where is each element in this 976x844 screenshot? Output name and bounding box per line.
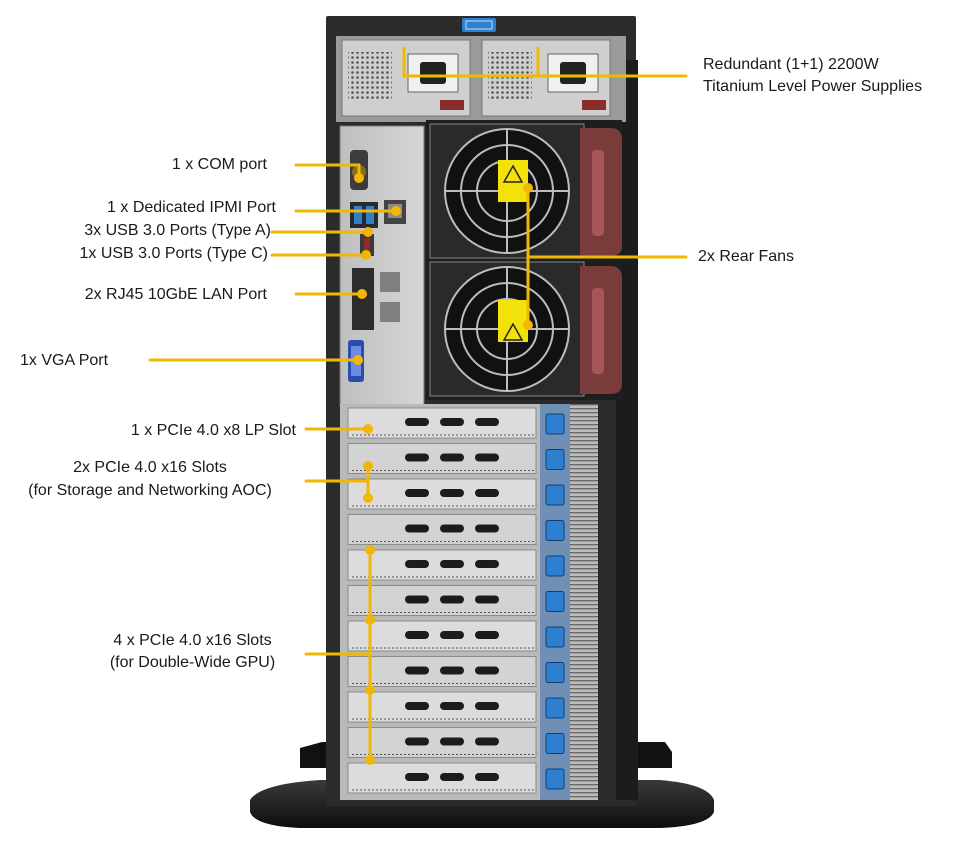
pcie-bracket	[347, 691, 537, 723]
pcie-bracket	[347, 549, 537, 581]
power-supplies	[341, 39, 611, 117]
callout-dot	[365, 755, 375, 765]
lan-port-icon	[352, 268, 374, 330]
callout-dot	[363, 424, 373, 434]
label-lan-port: 2x RJ45 10GbE LAN Port	[84, 286, 267, 303]
slot-latch-icon	[545, 555, 565, 577]
pcie-bracket	[347, 585, 537, 616]
slot-latch-icon	[545, 697, 565, 719]
label-gpu-line1: 4 x PCIe 4.0 x16 Slots	[113, 632, 272, 649]
label-gpu-line2: (for Double-Wide GPU)	[109, 654, 276, 671]
slot-latch-icon	[545, 413, 565, 435]
slot-latch-icon	[545, 768, 565, 790]
slot-latch-icon	[545, 662, 565, 683]
callout-dot	[363, 227, 373, 237]
label-usb-a: 3x USB 3.0 Ports (Type A)	[84, 222, 271, 239]
callout-dot	[363, 461, 373, 471]
slot-latch-icon	[545, 520, 565, 541]
slot-latch-icon	[545, 626, 565, 648]
warning-sticker-icon	[498, 300, 528, 342]
slot-latch-icon	[545, 484, 565, 506]
label-ipmi-port: 1 x Dedicated IPMI Port	[107, 199, 276, 216]
callout-dot	[353, 355, 363, 365]
callout-dot	[363, 493, 373, 503]
callout-lines	[148, 46, 688, 762]
label-pcie-x16-line1: 2x PCIe 4.0 x16 Slots	[73, 459, 227, 476]
callout-dot	[391, 206, 401, 216]
callout-dot	[354, 173, 364, 183]
slot-latch-icon	[545, 733, 565, 754]
label-pcie-lp: 1 x PCIe 4.0 x8 LP Slot	[130, 422, 296, 439]
pcie-slot-area	[340, 404, 598, 800]
label-power-line1: Redundant (1+1) 2200W	[703, 56, 879, 73]
label-power-line2: Titanium Level Power Supplies	[703, 78, 923, 95]
callout-dot	[365, 615, 375, 625]
pcie-bracket	[347, 762, 537, 794]
callout-dot	[523, 183, 533, 193]
callout-dot	[357, 289, 367, 299]
pcie-bracket	[347, 656, 537, 687]
callout-dots	[353, 173, 533, 765]
callout-dot	[365, 545, 375, 555]
pcie-bracket	[347, 514, 537, 545]
slot-latch-icon	[545, 591, 565, 612]
rear-fans	[426, 120, 622, 400]
pcie-bracket	[347, 478, 537, 510]
callout-dot	[365, 685, 375, 695]
io-panel	[339, 125, 425, 407]
label-pcie-x16-line2: (for Storage and Networking AOC)	[28, 482, 272, 499]
blue-handle-icon	[462, 18, 496, 32]
callout-dot	[361, 250, 371, 260]
callout-dot	[523, 320, 533, 330]
pcie-bracket	[347, 620, 537, 652]
label-com-port: 1 x COM port	[171, 156, 267, 173]
label-vga-port: 1x VGA Port	[20, 352, 109, 369]
pcie-bracket	[347, 727, 537, 758]
pcie-bracket	[347, 443, 537, 474]
pcie-bracket	[347, 407, 537, 439]
label-usb-c: 1x USB 3.0 Ports (Type C)	[79, 245, 268, 262]
slot-latch-icon	[545, 449, 565, 470]
label-rear-fans: 2x Rear Fans	[698, 248, 795, 265]
